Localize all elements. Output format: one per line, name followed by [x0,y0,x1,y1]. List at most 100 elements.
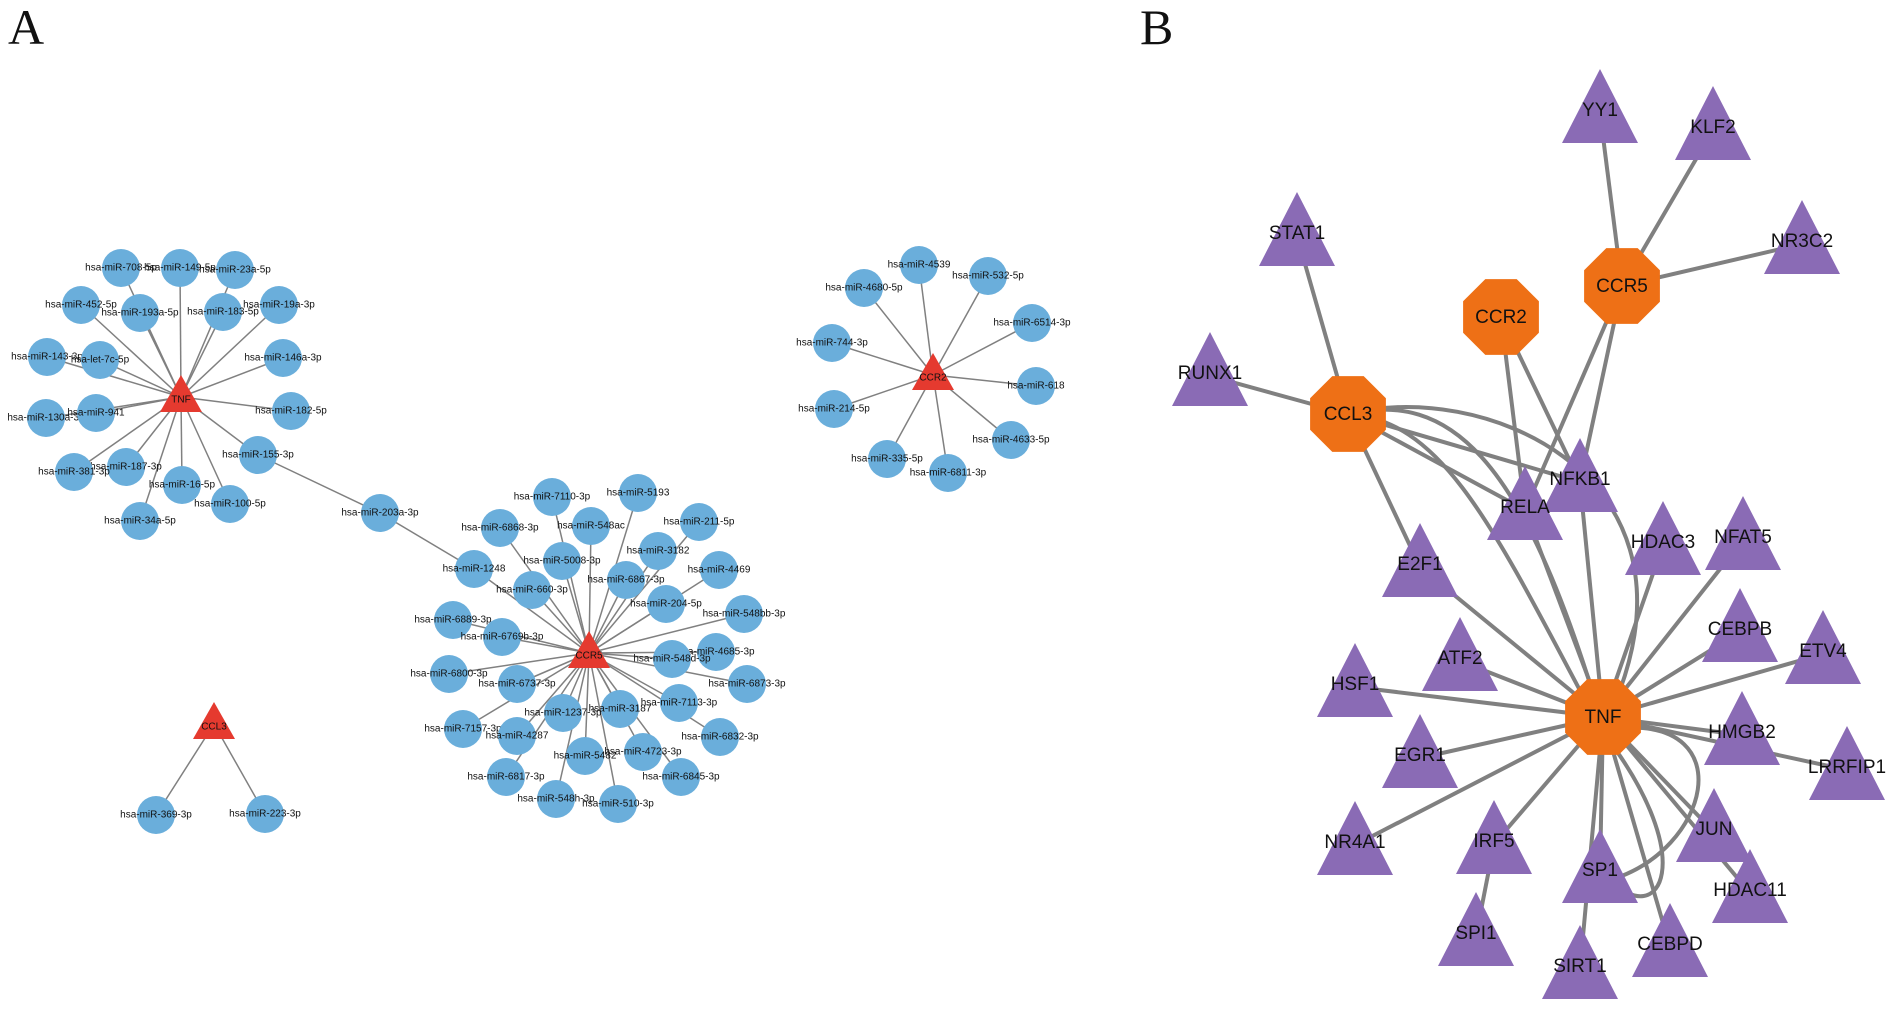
mirna-node [434,601,472,639]
mirna-label: hsa-miR-548d-3p [633,654,711,665]
mirna-node [163,466,201,504]
mirna-node [868,440,906,478]
tf-node-hdac11 [1712,849,1788,923]
mirna-label: hsa-miR-452-5p [45,300,117,311]
mirna-node [647,585,685,623]
edge-tnf-m7 [180,304,280,398]
mirna-label: hsa-miR-182-5p [255,406,327,417]
mirna-node [728,665,766,703]
mirna-node [662,758,700,796]
mirna-label: hsa-miR-193a-5p [101,308,179,319]
mirna-node [216,251,254,289]
hub-gene-ccr5-node [1584,248,1660,324]
mirna-label: hsa-miR-3182 [627,546,690,557]
hub-gene-label: CCR5 [1596,276,1648,297]
tf-label: NFKB1 [1549,469,1610,490]
edge-tnf-hsf1 [1354,685,1604,719]
mirna-label: hsa-let-7c-5p [71,355,130,366]
mirna-label: hsa-miR-1248 [443,564,506,575]
mirna-label: hsa-miR-618 [1007,381,1065,392]
edge-tnf-m3 [180,269,236,398]
tf-node-irf5 [1456,800,1532,874]
mirna-label: hsa-miR-381-3p [38,467,110,478]
tf-node-spi1 [1438,892,1514,966]
mirna-label: hsa-miR-5482 [554,751,617,762]
edge-m14-m20 [257,454,381,514]
mirna-label: hsa-miR-5008-3p [523,556,601,567]
mirna-node [660,684,698,722]
mirna-label: hsa-miR-744-3p [796,338,868,349]
mirna-label: hsa-miR-5193 [607,488,670,499]
tf-label: SIRT1 [1553,956,1607,977]
hub-gene-label: TNF [171,395,190,406]
mirna-label: hsa-miR-4685-3p [677,647,755,658]
mirna-label: hsa-miR-7110-3p [514,492,591,503]
hub-gene-label: CCR2 [1475,307,1527,328]
tf-label: SPI1 [1455,923,1496,944]
hub-gene-tnf-node [1565,679,1641,755]
edge-tnf-sirt1 [1578,716,1605,970]
tf-node-rela [1487,466,1563,540]
mirna-node [81,341,119,379]
mirna-node [929,454,967,492]
edge-tnf-m9 [46,356,182,398]
tf-label: JUN [1696,819,1733,840]
mirna-node [272,392,310,430]
mirna-node [969,257,1007,295]
mirna-label: hsa-miR-100-5p [194,499,266,510]
tf-node-etv4 [1785,610,1861,684]
tf-label: EGR1 [1394,745,1446,766]
mirna-node [102,249,140,287]
mirna-node [107,448,145,486]
mirna-node [533,478,571,516]
mirna-label: hsa-miR-7157-3p [424,724,502,735]
mirna-label: hsa-miR-143-3p [11,352,83,363]
mirna-node [544,694,582,732]
mirna-label: hsa-miR-6873-3p [708,679,786,690]
mirna-node [455,550,493,588]
edge-tnf-nfkb1 [1578,481,1605,718]
edge-ccr5-r7 [588,550,659,654]
hub-gene-ccl3-node [193,702,235,739]
edge-tnf-m19 [139,396,182,522]
tf-node-atf2 [1422,617,1498,691]
mirna-node [700,551,738,589]
hub-gene-tnf-node [160,375,202,412]
tf-node-yy1 [1562,69,1638,143]
mirna-node [697,633,735,671]
mirna-node [813,324,851,362]
mirna-node [599,785,637,823]
mirna-label: hsa-miR-6845-3p [642,772,720,783]
mirna-node [77,394,115,432]
hub-gene-label: CCL3 [201,722,227,733]
mirna-node [444,710,482,748]
mirna-node [481,509,519,547]
tf-node-hsf1 [1317,643,1393,717]
mirna-label: hsa-miR-4633-5p [972,435,1050,446]
mirna-node [572,507,610,545]
tf-label: HDAC11 [1713,880,1787,901]
mirna-label: hsa-miR-660-3p [496,585,568,596]
curved-edge [1347,405,1639,691]
tf-node-hmgb2 [1704,691,1780,765]
hub-gene-label: CCR2 [919,373,947,384]
mirna-label: hsa-miR-4680-5p [825,283,903,294]
mirna-label: hsa-miR-155-3p [222,450,294,461]
tf-node-egr1 [1382,714,1458,788]
mirna-label: hsa-miR-6514-3p [993,318,1071,329]
tf-node-nr3c2 [1764,200,1840,274]
mirna-node [121,502,159,540]
mirna-node [239,436,277,474]
mirna-node [430,655,468,693]
edge-ccr5-r13 [588,613,745,654]
mirna-label: hsa-miR-6737-3p [478,679,556,690]
mirna-node [498,717,536,755]
mirna-label: hsa-miR-130a-3p [7,413,85,424]
mirna-label: hsa-miR-708-5p [85,263,157,274]
mirna-node [653,640,691,678]
mirna-label: hsa-miR-23a-5p [199,265,271,276]
mirna-label: hsa-miR-4539 [888,260,951,271]
mirna-node [483,618,521,656]
mirna-node [28,338,66,376]
